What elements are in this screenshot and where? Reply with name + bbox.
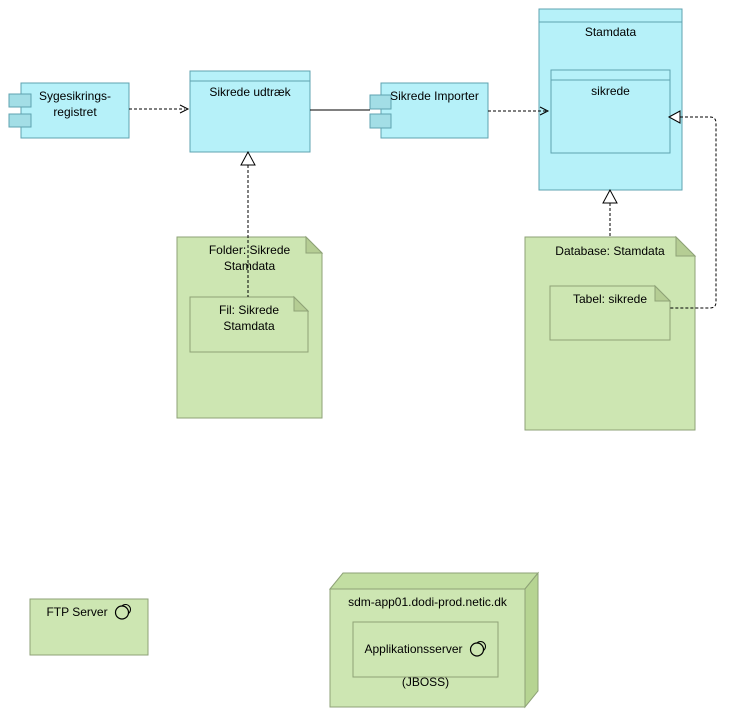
folded-corner-icon [293,295,310,312]
component-tab-icon [369,113,392,129]
component-tab-icon [8,93,32,108]
edge-tabel-to-sikrede[interactable] [667,110,717,309]
edge-importer-to-sikrede[interactable] [488,106,550,116]
node-applikationsserver[interactable] [352,621,499,678]
node-side-face [524,571,539,709]
component-tab-icon [8,113,32,128]
hollow-triangle-icon [240,150,256,166]
open-arrowhead-icon [539,106,550,116]
class-sikrede[interactable] [550,69,671,154]
edge-database-to-stamdata[interactable] [602,188,618,237]
component-tab-icon [369,94,392,110]
folded-corner-icon [675,235,697,257]
edge-sygesikringsregistret-to-udtraek[interactable] [129,104,190,114]
component-sygesikringsregistret[interactable] [8,82,130,139]
hollow-triangle-icon [667,110,681,124]
class-sikrede-udtraek[interactable] [189,70,311,153]
folded-corner-icon [305,235,324,254]
component-sikrede-importer[interactable] [369,82,489,139]
node-ftp-server[interactable] [29,598,149,656]
hollow-triangle-icon [602,188,618,204]
artifact-fil-sikrede-stamdata[interactable] [189,295,310,353]
node-top-face [328,572,540,590]
folded-corner-icon [654,284,672,302]
artifact-tabel-sikrede[interactable] [549,284,672,341]
open-arrowhead-icon [179,104,190,114]
edge-fil-to-udtraek[interactable] [240,150,256,297]
